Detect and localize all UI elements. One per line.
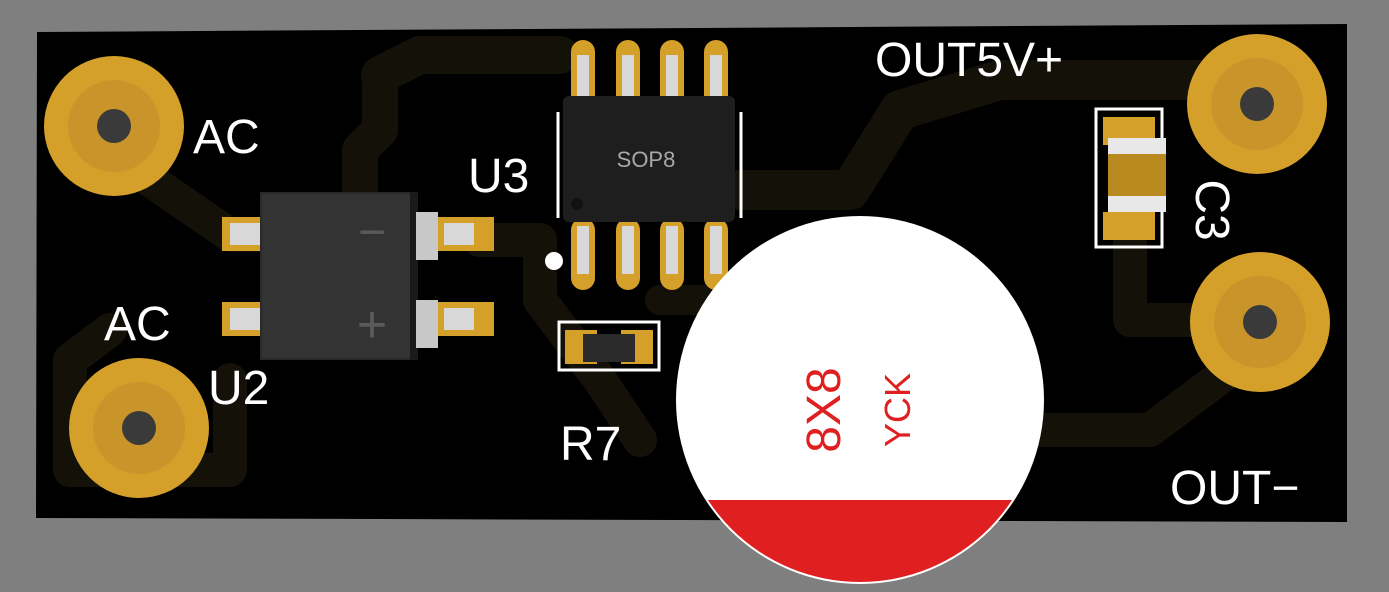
ac-top-label: AC	[193, 111, 260, 164]
out-neg-pad	[1190, 252, 1330, 392]
ic-u3-sop8: SOP8	[556, 40, 743, 290]
u2-label: U2	[208, 362, 269, 415]
c3-label: C3	[1185, 179, 1238, 240]
cap-size-text: 8X8	[798, 367, 851, 452]
resistor-r7	[557, 320, 661, 372]
out-pos-pad	[1187, 34, 1327, 174]
bridge-minus-mark: −	[358, 206, 386, 259]
bridge-plus-mark: +	[357, 296, 387, 354]
cap-brand-text: YCK	[877, 373, 918, 447]
capacitor-c3	[1094, 107, 1166, 249]
ac-top-pad	[44, 56, 184, 196]
out-pos-label: OUT5V+	[875, 34, 1063, 87]
bridge-rectifier-u2: − +	[222, 192, 494, 360]
u3-package-mark: SOP8	[617, 147, 676, 172]
out-neg-label: OUT−	[1170, 462, 1299, 515]
ac-bottom-pad	[69, 358, 209, 498]
ac-bottom-label: AC	[104, 298, 171, 351]
pin1-dot	[545, 252, 563, 270]
r7-label: R7	[560, 418, 621, 471]
u3-label: U3	[468, 150, 529, 203]
